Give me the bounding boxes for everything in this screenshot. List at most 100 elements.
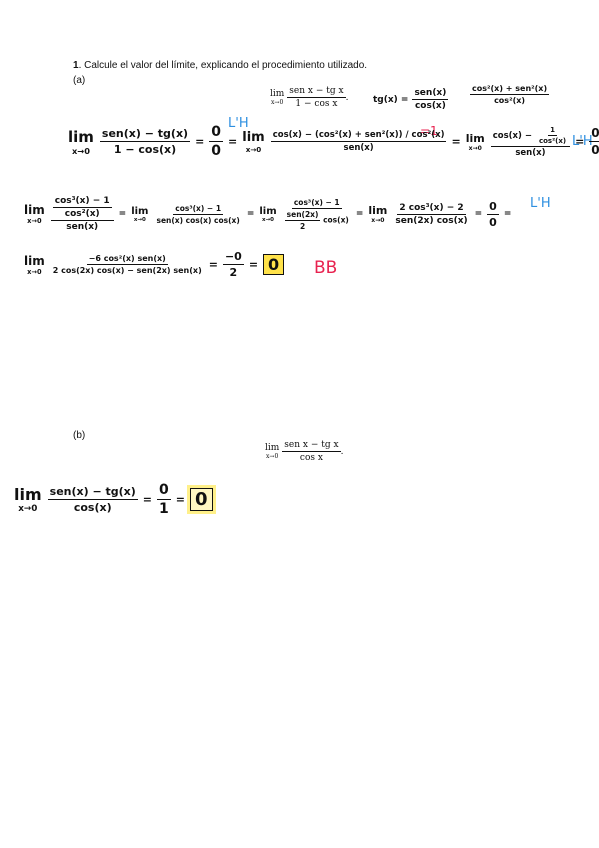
note-tg-label: tg(x) = (373, 94, 409, 105)
rowb-den: cos(x) (73, 501, 112, 514)
row2-den3: sen(2x) 2 cos(x) (283, 209, 351, 231)
printed-lim-word-a: lim (270, 89, 285, 99)
row1-den: 1 − cos(x) (113, 143, 177, 156)
red-mark-bb: BB (314, 258, 338, 278)
row3-lim: lim x→0 (24, 254, 45, 276)
printed-limit-a: lim x→0 sen x − tg x 1 − cos x . (270, 86, 348, 109)
row2-eq4: = (474, 209, 483, 219)
rowb-frac: sen(x) − tg(x) cos(x) (47, 485, 138, 514)
row1-lim3-sub: x→0 (468, 144, 482, 152)
work-row-3: lim x→0 −6 cos²(x) sen(x) 2 cos(2x) cos(… (24, 250, 285, 279)
note-tg-num: sen(x) (412, 88, 449, 100)
row2-frac3: cos³(x) − 1 sen(2x) 2 cos(x) (283, 198, 351, 231)
row2-lim-word: lim (24, 203, 45, 217)
problem-number: 1 (73, 60, 79, 71)
row2-num4: 2 cos³(x) − 2 (397, 202, 466, 215)
row1-num3: cos(x) − 1 cos²(x) (490, 126, 571, 147)
rowb-lim: lim x→0 (14, 485, 42, 514)
row2-den3-den: 2 (299, 221, 306, 231)
row1-num3a: cos(x) − (492, 130, 532, 141)
row2-res-den: 0 (489, 215, 497, 229)
row2-num3: cos³(x) − 1 (291, 197, 342, 209)
printed-end-a: . (345, 92, 349, 103)
row1-num: sen(x) − tg(x) (99, 127, 191, 142)
note-sum-den: cos²(x) (494, 96, 526, 105)
row1-eq3: = (451, 135, 461, 148)
note-sum-frac: cos²(x) + sen²(x) cos²(x) (470, 84, 550, 105)
printed-fraction-a: sen x − tg x 1 − cos x (287, 86, 346, 109)
row1-zero-num: 0 (209, 124, 224, 142)
row1-lim: lim x→0 (68, 128, 94, 156)
row3-num: −6 cos²(x) sen(x) (86, 254, 168, 265)
note-tg-den: cos(x) (414, 101, 446, 111)
row2-lim: lim x→0 (24, 203, 45, 225)
row2-lim-sub: x→0 (27, 217, 42, 225)
row1-lim-word: lim (68, 127, 94, 146)
printed-lim-sub-a: x→0 (271, 99, 284, 106)
row2-frac4: 2 cos³(x) − 2 sen(2x) cos(x) (393, 203, 469, 226)
row3-den: 2 cos(2x) cos(x) − sen(2x) sen(x) (52, 266, 202, 275)
work-row-b: lim x→0 sen(x) − tg(x) cos(x) = 0 1 = 0 (14, 482, 213, 517)
printed-num-b: sen x − tg x (282, 440, 341, 452)
lhopital-mark-2: L'H (572, 134, 593, 149)
row2-num: cos³(x) − 1 cos²(x) (50, 196, 114, 221)
note-tg-identity: tg(x) = sen(x) cos(x) (373, 88, 449, 111)
row2-lim2-sub: x→0 (133, 216, 146, 223)
printed-den-b: cos x (299, 453, 323, 463)
row1-eq4: = (575, 135, 585, 148)
row2-num2: cos³(x) − 1 (173, 203, 224, 215)
row1-lim-sub: x→0 (71, 145, 90, 156)
row2-den3-frac: sen(2x) 2 (284, 210, 321, 231)
rowb-eq1: = (142, 493, 153, 506)
row1-frac: sen(x) − tg(x) 1 − cos(x) (99, 127, 191, 156)
row1-lim2-word: lim (242, 129, 265, 145)
printed-num-a: sen x − tg x (287, 86, 346, 98)
row1-eq1: = (195, 135, 205, 148)
note-sum-fraction: cos²(x) + sen²(x) cos²(x) (470, 84, 550, 105)
row3-res-den: 2 (229, 266, 238, 279)
row1-num2: cos(x) − (cos²(x) + sen²(x)) / cos²(x) (270, 130, 447, 142)
row2-eq3: = (355, 209, 364, 219)
row2-lim3-word: lim (259, 205, 277, 217)
row3-frac: −6 cos²(x) sen(x) 2 cos(2x) cos(x) − sen… (51, 254, 204, 275)
row1-lim3-word: lim (465, 131, 485, 145)
row1-den3: sen(x) (515, 147, 546, 158)
answer-box-b: 0 (189, 488, 213, 511)
row2-num-frac: cos³(x) − 1 cos²(x) (52, 196, 112, 219)
row2-lim2-word: lim (131, 205, 149, 217)
printed-den-a: 1 − cos x (295, 99, 338, 109)
rowb-result: 0 1 (157, 482, 171, 517)
red-note-equals-one: =1 (420, 124, 438, 138)
row2-lim4: lim x→0 (368, 204, 387, 224)
row2-num-den: cos²(x) (64, 209, 100, 219)
row3-lim-sub: x→0 (27, 267, 42, 276)
row2-frac2: cos³(x) − 1 sen(x) cos(x) cos(x) (154, 204, 241, 225)
row2-result: 0 0 (487, 200, 499, 229)
part-b-label: (b) (73, 430, 86, 441)
printed-lim-a: lim x→0 (270, 89, 284, 106)
row3-res-num: −0 (222, 250, 244, 265)
rowb-res-den: 1 (159, 501, 169, 517)
problem-instruction: . Calcule el valor del límite, explicand… (78, 60, 368, 71)
problem-statement: 1. Calcule el valor del límite, explican… (73, 60, 367, 71)
row3-eq2: = (248, 258, 259, 271)
row2-frac: cos³(x) − 1 cos²(x) sen(x) (50, 196, 114, 232)
row1-lim2: lim x→0 (242, 130, 264, 154)
row1-zero-den: 0 (211, 143, 222, 159)
row2-den2: sen(x) cos(x) cos(x) (156, 215, 240, 225)
rowb-eq2: = (175, 493, 185, 506)
work-row-1: lim x→0 sen(x) − tg(x) 1 − cos(x) = 0 0 … (68, 124, 599, 159)
row1-frac2: cos(x) − (cos²(x) + sen²(x)) / cos²(x) s… (270, 130, 447, 153)
row1-res-den: 0 (591, 143, 599, 157)
row2-den: sen(x) (66, 222, 99, 232)
row2-den3-tail: cos(x) (323, 215, 349, 224)
printed-limit-b: lim x→0 sen x − tg x cos x . (265, 440, 343, 463)
rowb-lim-word: lim (14, 485, 42, 504)
printed-lim-word-b: lim (265, 443, 280, 453)
printed-end-b: . (340, 446, 344, 457)
rowb-lim-sub: x→0 (18, 504, 38, 514)
row1-num3b-den: cos²(x) (538, 136, 567, 145)
row1-lim3: lim x→0 (466, 132, 485, 152)
row1-num3b: 1 cos²(x) (537, 126, 568, 145)
row2-eq5: = (503, 209, 512, 219)
